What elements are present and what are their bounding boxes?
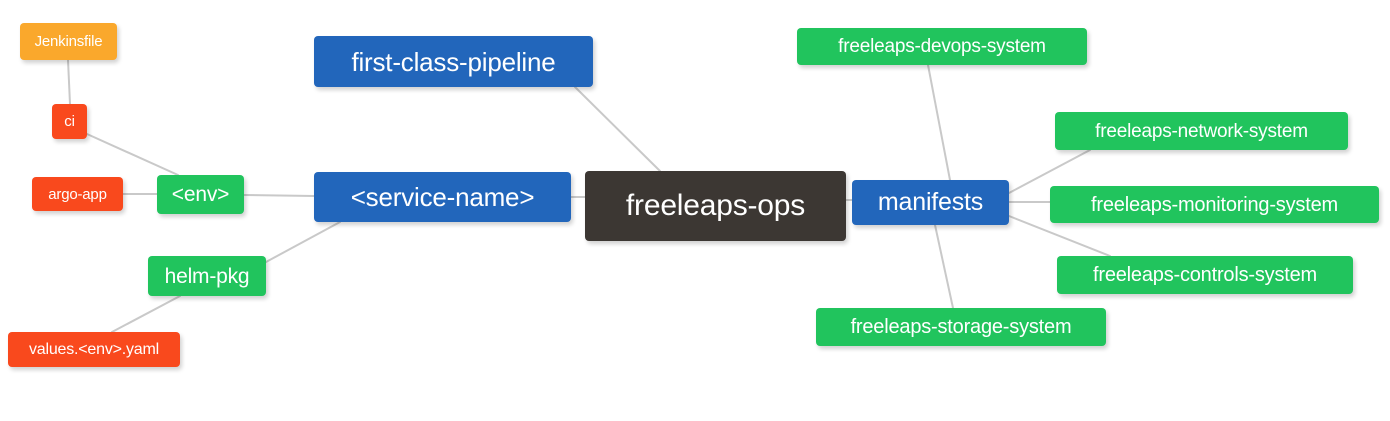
mindmap-node-label: manifests <box>877 188 984 216</box>
mindmap-node-label: Jenkinsfile <box>34 33 103 50</box>
edge-first-class-to-freeleaps-ops <box>574 86 661 172</box>
mindmap-node-service-name[interactable]: <service-name> <box>314 172 571 222</box>
mindmap-node-jenkinsfile[interactable]: Jenkinsfile <box>20 23 117 60</box>
edge-ci-to-env <box>86 133 179 176</box>
mindmap-node-helm-pkg[interactable]: helm-pkg <box>148 256 266 296</box>
mindmap-node-values-yaml[interactable]: values.<env>.yaml <box>8 332 180 367</box>
edge-helm-pkg-to-service-name <box>265 221 341 263</box>
mindmap-node-label: <service-name> <box>350 182 535 212</box>
mindmap-node-devops-system[interactable]: freeleaps-devops-system <box>797 28 1087 65</box>
mindmap-node-controls-system[interactable]: freeleaps-controls-system <box>1057 256 1353 294</box>
mindmap-node-label: values.<env>.yaml <box>28 340 159 358</box>
mindmap-node-label: freeleaps-controls-system <box>1093 264 1317 286</box>
mindmap-node-label: first-class-pipeline <box>351 46 556 77</box>
mindmap-node-manifests[interactable]: manifests <box>852 180 1009 225</box>
edge-values-yaml-to-helm-pkg <box>111 295 181 333</box>
edge-env-to-service-name <box>243 194 315 197</box>
mindmap-node-label: freeleaps-network-system <box>1095 120 1308 142</box>
mindmap-node-monitoring-system[interactable]: freeleaps-monitoring-system <box>1050 186 1379 223</box>
edge-manifests-to-storage-system <box>934 224 954 309</box>
mindmap-node-label: freeleaps-devops-system <box>838 36 1046 57</box>
mindmap-node-env[interactable]: <env> <box>157 175 244 214</box>
edge-jenkinsfile-to-ci <box>67 59 71 105</box>
mindmap-node-storage-system[interactable]: freeleaps-storage-system <box>816 308 1106 346</box>
mindmap-node-label: helm-pkg <box>164 264 250 288</box>
mindmap-node-label: ci <box>64 113 75 130</box>
mindmap-node-label: freeleaps-ops <box>625 189 806 222</box>
mindmap-node-first-class[interactable]: first-class-pipeline <box>314 36 593 87</box>
edge-manifests-to-devops-system <box>927 64 951 181</box>
mindmap-node-argo-app[interactable]: argo-app <box>32 177 123 211</box>
mindmap-node-ci[interactable]: ci <box>52 104 87 139</box>
mindmap-node-freeleaps-ops[interactable]: freeleaps-ops <box>585 171 846 241</box>
mindmap-node-label: argo-app <box>48 185 107 203</box>
mindmap-node-label: <env> <box>171 183 230 206</box>
mindmap-node-label: freeleaps-storage-system <box>850 316 1072 338</box>
mindmap-node-network-system[interactable]: freeleaps-network-system <box>1055 112 1348 150</box>
mindmap-node-label: freeleaps-monitoring-system <box>1091 193 1338 216</box>
